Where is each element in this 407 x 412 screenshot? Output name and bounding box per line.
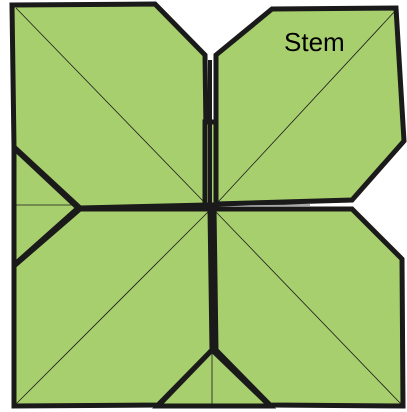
stem-label: Stem bbox=[284, 27, 345, 57]
